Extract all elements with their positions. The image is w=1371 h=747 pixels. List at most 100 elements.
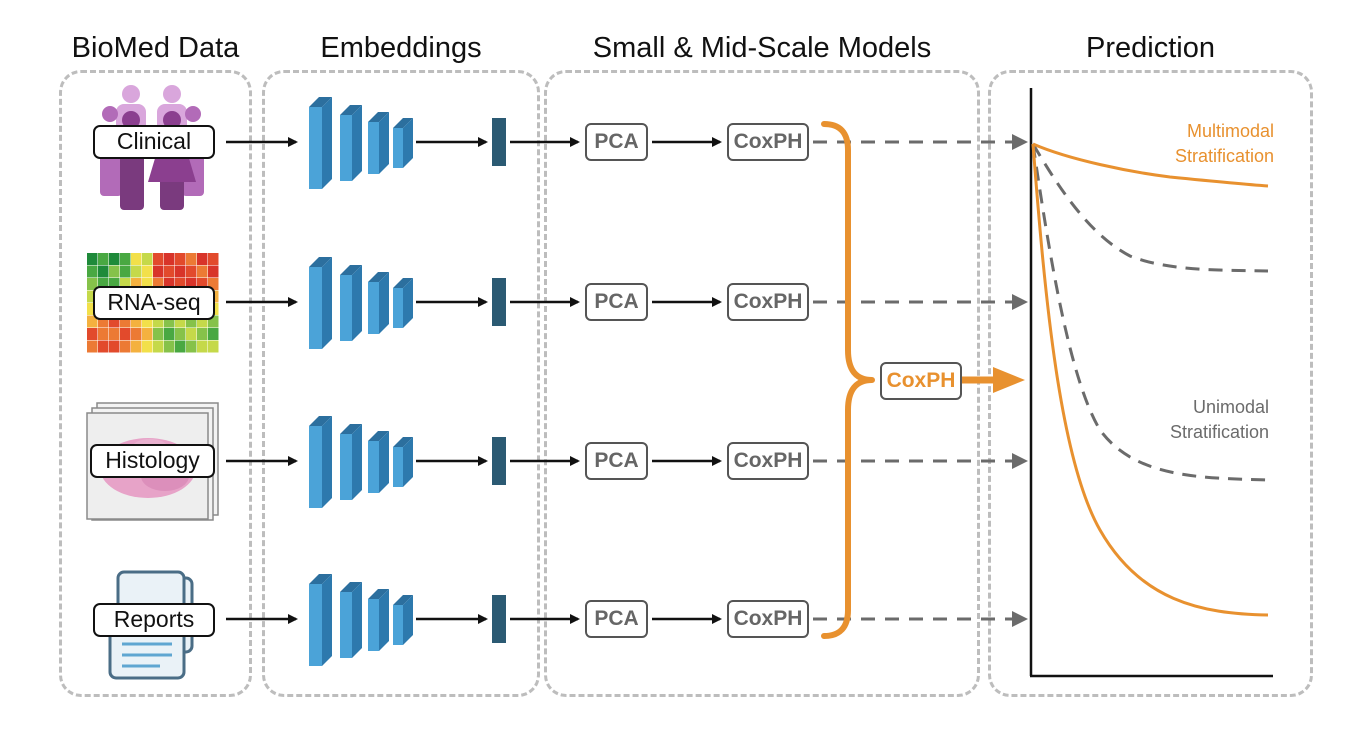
cnn-layer-front [368, 122, 379, 174]
cnn-layer-side [403, 595, 413, 645]
heatmap-cell [109, 315, 120, 328]
heatmap-cell [208, 328, 219, 340]
cnn-layer-front [393, 447, 403, 487]
cnn-layer-top [393, 118, 413, 128]
heatmap-cell [153, 253, 164, 265]
multimodal-label-line1: Multimodal [1186, 121, 1274, 141]
heatmap-cell [109, 253, 120, 265]
cnn-layer-side [322, 257, 332, 349]
cnn-layer-side [352, 265, 362, 341]
heatmap-cell [120, 340, 131, 353]
cnn-layer-top [393, 437, 413, 447]
heatmap-cell [208, 315, 219, 328]
heatmap-cell [98, 328, 109, 340]
unimodal-label-line2: Stratification [1169, 422, 1269, 442]
heatmap-cell [87, 265, 98, 278]
heatmap-cell [87, 290, 98, 303]
heatmap-cell [164, 340, 175, 353]
fusion-arrow [962, 367, 1025, 393]
multimodal-curve-low [1031, 143, 1269, 617]
cnn-encoder-row [309, 574, 506, 666]
heatmap-cell [131, 340, 142, 353]
coxph-box-histology: CoxPH [727, 442, 809, 480]
cnn-encoder-row [309, 257, 506, 349]
heatmap-cell [109, 265, 120, 278]
heatmap-cell [153, 340, 164, 353]
cnn-layer-front [340, 592, 352, 658]
heatmap-cell [120, 253, 131, 265]
unimodal-curve-1 [1031, 143, 1269, 273]
cnn-layer-side [352, 582, 362, 658]
cnn-layer-side [352, 105, 362, 181]
cnn-layer-top [393, 278, 413, 288]
fusion-brace [821, 121, 875, 639]
heatmap-cell [153, 315, 164, 328]
heatmap-cell [87, 278, 98, 290]
cnn-layer-top [309, 97, 332, 107]
heatmap-cell [109, 278, 120, 290]
heatmap-cell [98, 340, 109, 353]
cnn-layer-top [309, 416, 332, 426]
heatmap-cell [175, 315, 186, 328]
cnn-layer-front [340, 115, 352, 181]
heatmap-cell [109, 328, 120, 340]
pca-box-clinical: PCA [585, 123, 648, 161]
cnn-encoders [309, 97, 506, 666]
biomed-data-panel [59, 70, 252, 697]
cnn-encoder-row [309, 97, 506, 189]
cnn-layer-front [309, 584, 322, 666]
unimodal-curve-2 [1031, 143, 1269, 482]
heatmap-cell [142, 253, 153, 265]
cnn-layer-front [393, 605, 403, 645]
cnn-layer-top [368, 112, 389, 122]
heatmap-cell [131, 265, 142, 278]
heatmap-cell [98, 253, 109, 265]
heatmap-cell [208, 253, 219, 265]
heatmap-cell [186, 340, 197, 353]
cnn-layer-side [403, 437, 413, 487]
heatmap-cell [87, 340, 98, 353]
cnn-layer-top [340, 105, 362, 115]
heatmap-cell [120, 328, 131, 340]
biomed-data-title: BioMed Data [71, 32, 240, 64]
embeddings-title: Embeddings [320, 32, 482, 64]
heatmap-cell [186, 265, 197, 278]
heatmap-cell [175, 253, 186, 265]
cnn-layer-top [340, 265, 362, 275]
cnn-layer-front [368, 441, 379, 493]
cnn-layer-top [368, 272, 389, 282]
survival-plot [1029, 88, 1273, 678]
coxph-box-clinical: CoxPH [727, 123, 809, 161]
embedding-bar [492, 437, 506, 485]
multimodal-curve-high [1032, 142, 1269, 188]
heatmap-cell [197, 315, 208, 328]
heatmap-cell [208, 278, 219, 290]
heatmap-cell [164, 278, 175, 290]
heatmap-cell [142, 328, 153, 340]
pca-box-reports: PCA [585, 600, 648, 638]
histology-label: Histology [90, 444, 215, 478]
heatmap-cell [142, 340, 153, 353]
cnn-layer-side [322, 416, 332, 508]
embeddings-panel [262, 70, 540, 697]
heatmap-cell [175, 265, 186, 278]
cnn-layer-front [309, 107, 322, 189]
heatmap-cell [164, 253, 175, 265]
cnn-layer-side [379, 112, 389, 174]
heatmap-cell [197, 340, 208, 353]
cnn-layer-top [340, 424, 362, 434]
heatmap-cell [87, 303, 98, 315]
multimodal-label-line2: Stratification [1174, 146, 1274, 166]
pca-box-rna-seq: PCA [585, 283, 648, 321]
cnn-layer-front [340, 275, 352, 341]
cnn-encoder-row [309, 416, 506, 508]
cnn-layer-front [309, 267, 322, 349]
coxph-box-reports: CoxPH [727, 600, 809, 638]
heatmap-cell [197, 328, 208, 340]
heatmap-cell [131, 328, 142, 340]
pca-box-histology: PCA [585, 442, 648, 480]
heatmap-cell [131, 253, 142, 265]
heatmap-cell [98, 315, 109, 328]
heatmap-cell [142, 265, 153, 278]
clinical-label: Clinical [93, 125, 215, 159]
